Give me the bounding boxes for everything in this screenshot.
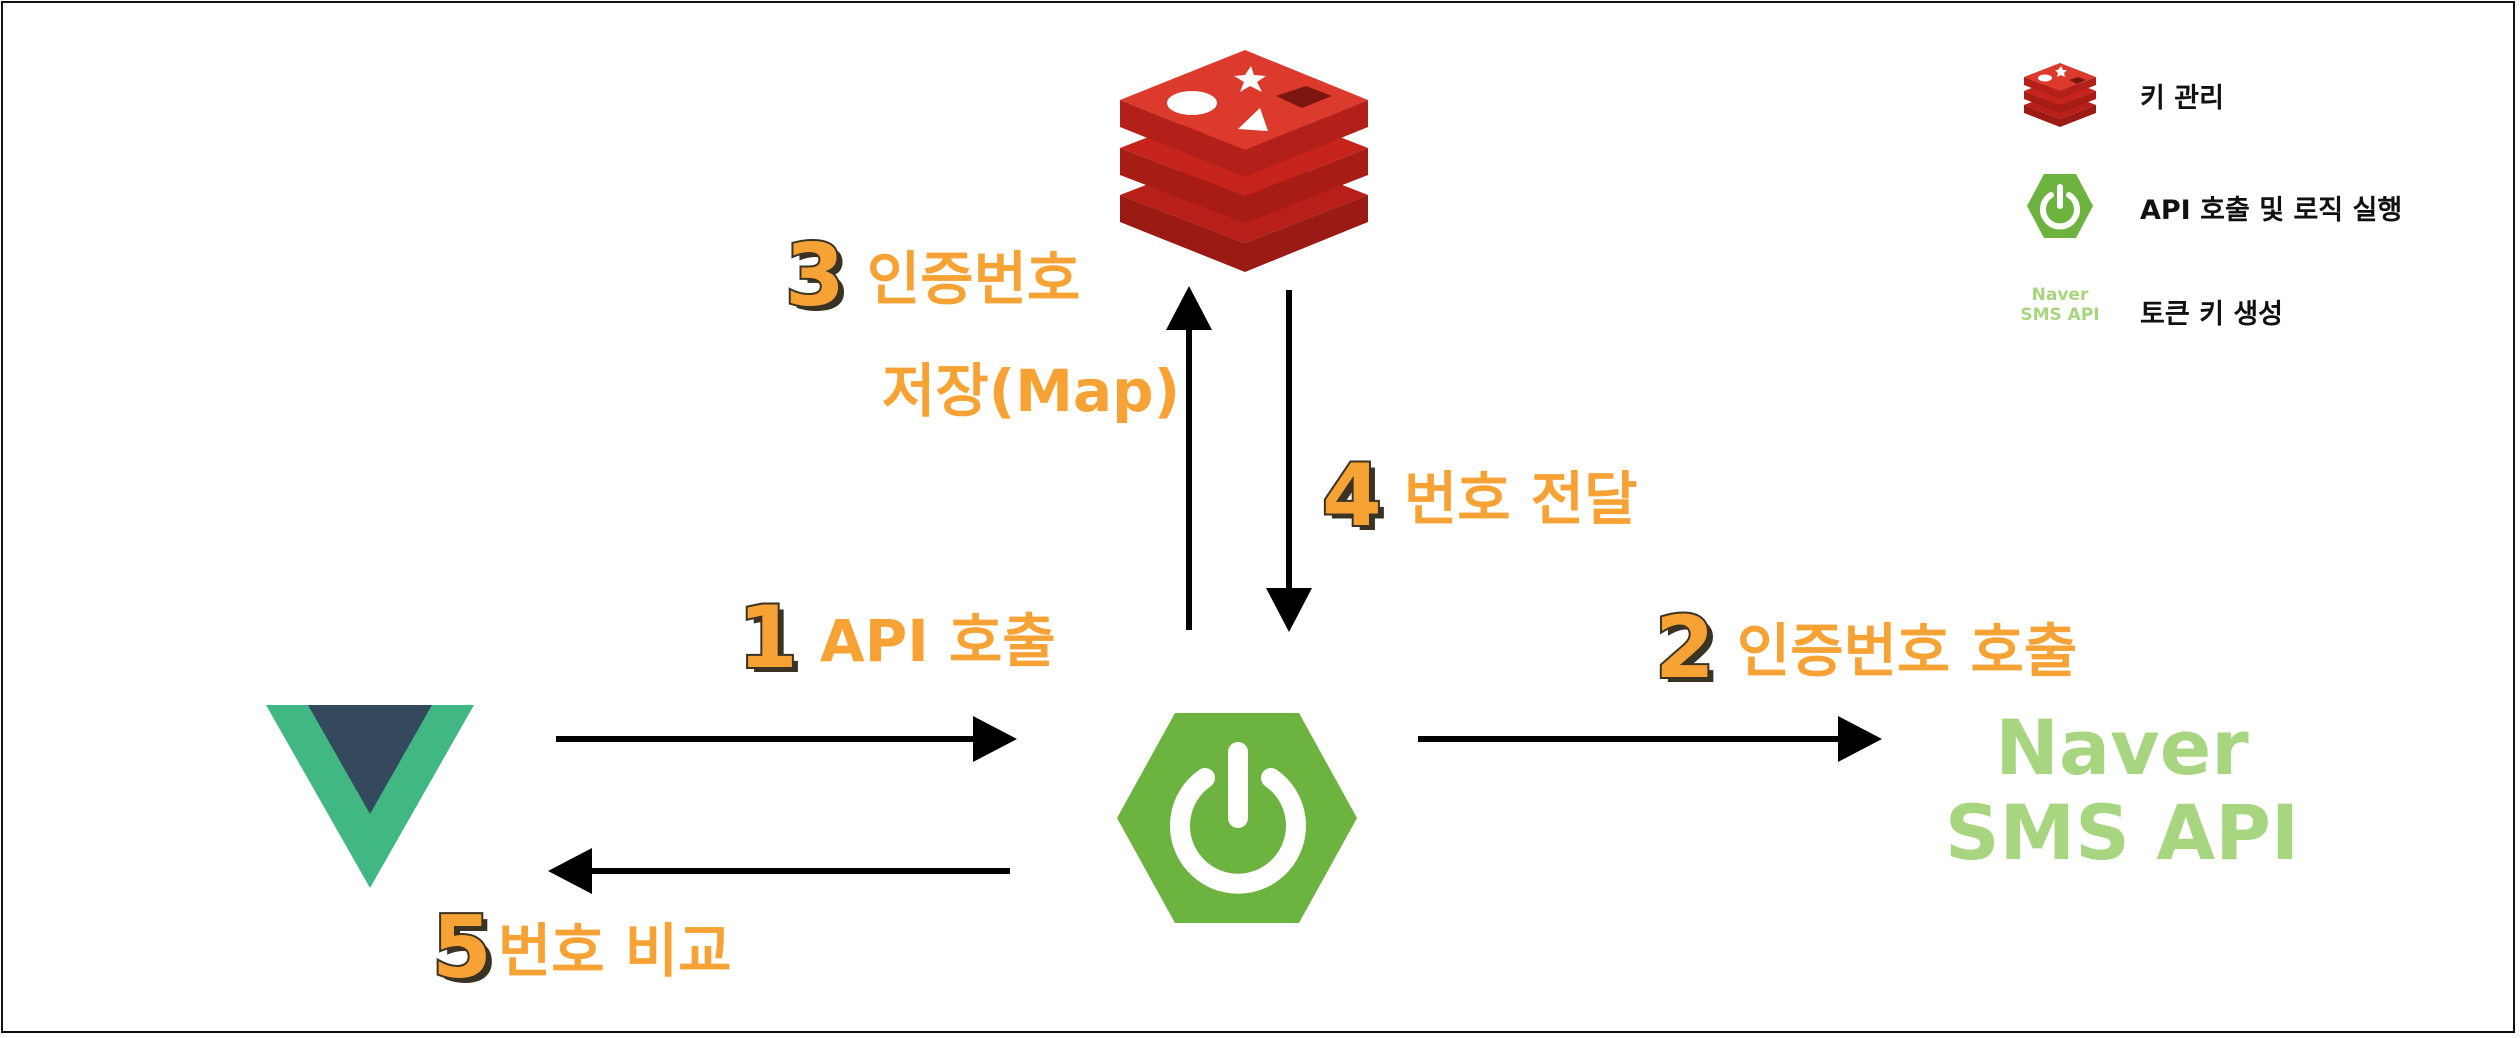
legend-spring-icon (2027, 174, 2093, 238)
step-3-label-line2: 저장(Map) (882, 358, 1180, 425)
arrow-spring-to-naver (1418, 716, 1882, 762)
step-3-text-line2: 저장(Map) (882, 357, 1181, 425)
step-2-number: 2 (1653, 598, 1717, 698)
legend-redis-label: 키 관리 (2140, 83, 2224, 114)
legend-naver-label: 토큰 키 생성 (2140, 299, 2283, 330)
step-5-number: 5 (430, 898, 494, 998)
step-3-label: 3 인증번호 (783, 226, 1081, 326)
redis-stack-icon (1120, 50, 1368, 272)
step-2-text: 인증번호 호출 (1736, 617, 2078, 685)
step-2-label: 2 인증번호 호출 (1653, 598, 2078, 698)
step-4-label: 4 번호 전달 (1320, 446, 1638, 546)
step-3-number: 3 (783, 226, 847, 326)
legend-naver-line1: Naver (2031, 285, 2089, 305)
legend-spring-label: API 호출 및 로직 실행 (2140, 195, 2403, 226)
step-4-number: 4 (1320, 446, 1384, 546)
vue-logo-icon (266, 705, 474, 888)
spring-power-icon (1117, 713, 1357, 923)
step-1-label: 1 API 호출 (736, 588, 1056, 688)
step-1-text: API 호출 (819, 607, 1056, 675)
naver-line2: SMS API (1944, 788, 2300, 878)
arrow-vue-to-spring (556, 716, 1017, 762)
arrow-redis-to-spring (1266, 290, 1312, 632)
step-5-text: 번호 비교 (497, 917, 732, 985)
arrow-spring-to-redis (1166, 286, 1212, 630)
step-3-text-line1: 인증번호 (866, 245, 1081, 313)
naver-line1: Naver (1995, 703, 2249, 792)
arrow-spring-to-vue (548, 848, 1010, 894)
naver-sms-api-logo: Naver SMS API (1912, 705, 2332, 875)
step-4-text: 번호 전달 (1403, 465, 1638, 533)
legend-redis-icon (2024, 63, 2096, 127)
step-1-number: 1 (736, 588, 800, 688)
legend-naver-line2: SMS API (2020, 304, 2100, 325)
legend-naver-icon: Naver SMS API (2005, 285, 2115, 325)
